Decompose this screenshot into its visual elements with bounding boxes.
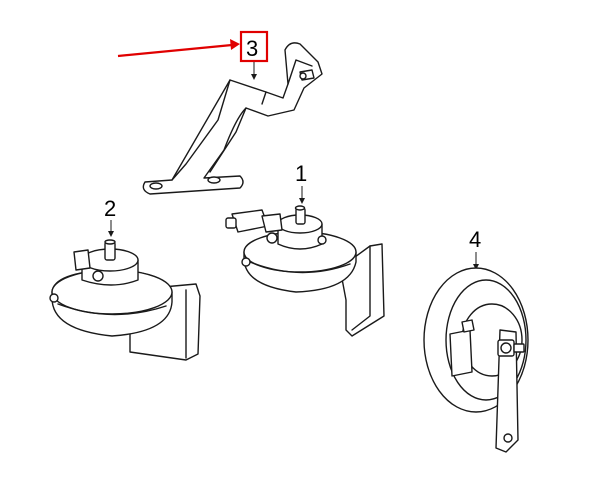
leader-1: [299, 186, 305, 204]
leader-2: [108, 220, 114, 237]
callout-2[interactable]: 2: [104, 196, 116, 221]
callout-3-highlight-box: [239, 30, 269, 63]
callout-1[interactable]: 1: [295, 161, 307, 186]
highlight-arrow: [117, 39, 240, 58]
callout-4[interactable]: 4: [469, 227, 481, 252]
horn-4-part[interactable]: [423, 267, 529, 453]
horn-1-part[interactable]: [225, 205, 385, 337]
bracket-part[interactable]: [142, 42, 323, 195]
leader-4: [473, 252, 479, 270]
leader-3: [251, 62, 257, 80]
horn-2-part[interactable]: [49, 239, 201, 361]
callout-3[interactable]: 3: [246, 36, 258, 61]
